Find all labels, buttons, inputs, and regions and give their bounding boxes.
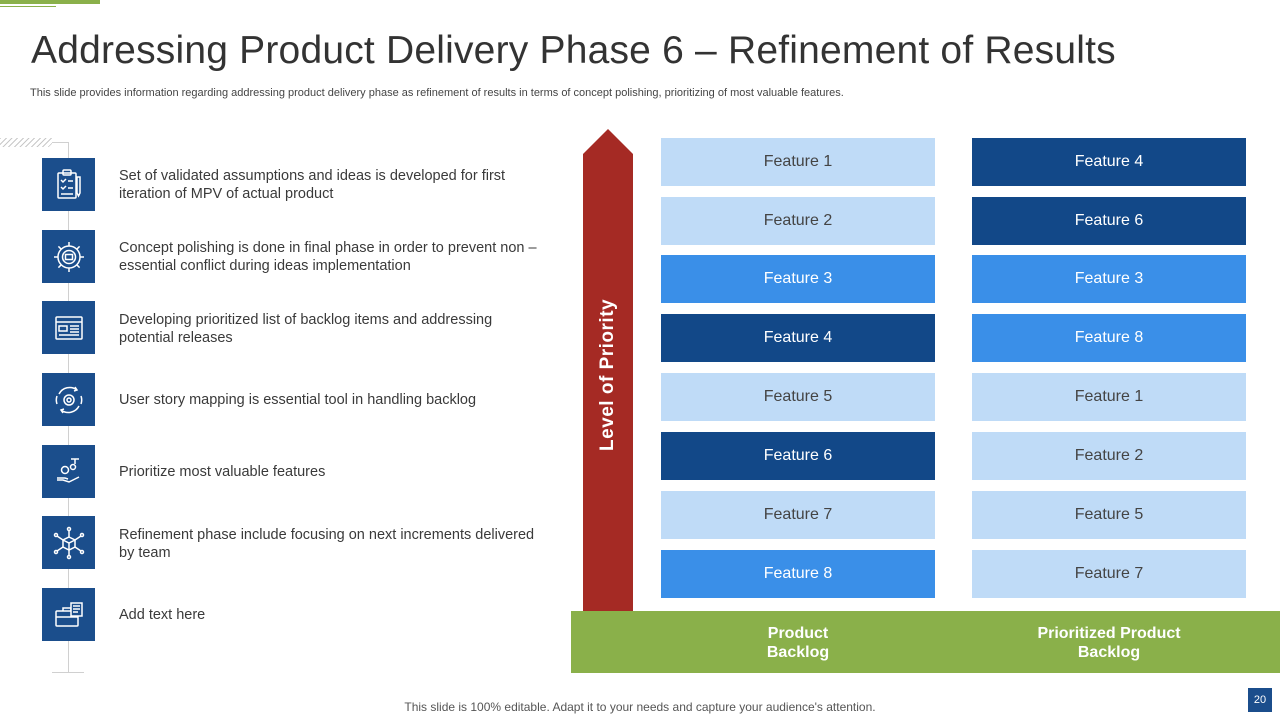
prioritized-backlog-item: Feature 3: [972, 255, 1246, 303]
product-backlog-item: Feature 5: [661, 373, 935, 421]
product-backlog-item: Feature 7: [661, 491, 935, 539]
product-backlog-item: Feature 4: [661, 314, 935, 362]
item-text-5: Prioritize most valuable features: [119, 464, 326, 480]
prioritized-backlog-item: Feature 8: [972, 314, 1246, 362]
browser-list-icon: [42, 301, 95, 354]
product-backlog-item: Feature 6: [661, 432, 935, 480]
prioritized-backlog-label-text: Prioritized Product Backlog: [1037, 625, 1181, 661]
product-backlog-label-text: Product Backlog: [766, 625, 830, 661]
item-text-2: Concept polishing is done in final phase…: [119, 240, 537, 274]
prioritized-backlog-label: Prioritized Product Backlog: [972, 624, 1246, 662]
priority-label: Level of Priority: [597, 298, 618, 451]
prioritized-backlog-item: Feature 7: [972, 550, 1246, 598]
prioritized-backlog-item: Feature 5: [972, 491, 1246, 539]
product-backlog-item: Feature 2: [661, 197, 935, 245]
prioritized-backlog-item: Feature 6: [972, 197, 1246, 245]
hand-gears-icon: [42, 445, 95, 498]
checklist-icon: [42, 158, 95, 211]
slide-footer: This slide is 100% editable. Adapt it to…: [404, 700, 876, 714]
item-text-7: Add text here: [119, 607, 206, 623]
product-backlog-item: Feature 1: [661, 138, 935, 186]
product-backlog-item: Feature 8: [661, 550, 935, 598]
timeline-bottom-line: [52, 672, 84, 673]
accent-line: [0, 6, 56, 7]
item-text-1: Set of validated assumptions and ideas i…: [119, 168, 506, 202]
product-backlog-item: Feature 3: [661, 255, 935, 303]
item-text-6: Refinement phase include focusing on nex…: [119, 527, 535, 561]
item-text-4: User story mapping is essential tool in …: [119, 392, 477, 408]
hatch-decoration: [0, 138, 52, 147]
cycle-gear-icon: [42, 373, 95, 426]
accent-bar: [0, 0, 100, 4]
priority-arrow-shape: [583, 129, 633, 672]
backlog-base-bar: [571, 611, 1280, 673]
prioritized-backlog-item: Feature 2: [972, 432, 1246, 480]
item-text-3: Developing prioritized list of backlog i…: [119, 312, 493, 346]
briefcase-document-icon: [42, 588, 95, 641]
prioritized-backlog-item: Feature 1: [972, 373, 1246, 421]
slide-subtitle: This slide provides information regardin…: [30, 87, 844, 99]
slide-title: Addressing Product Delivery Phase 6 – Re…: [31, 29, 1116, 72]
prioritized-backlog-item: Feature 4: [972, 138, 1246, 186]
timeline-top-line: [52, 142, 68, 143]
product-backlog-label: Product Backlog: [661, 624, 935, 662]
network-cube-icon: [42, 516, 95, 569]
priority-arrow: [583, 129, 633, 672]
page-number: 20: [1248, 688, 1272, 712]
gear-icon: [42, 230, 95, 283]
